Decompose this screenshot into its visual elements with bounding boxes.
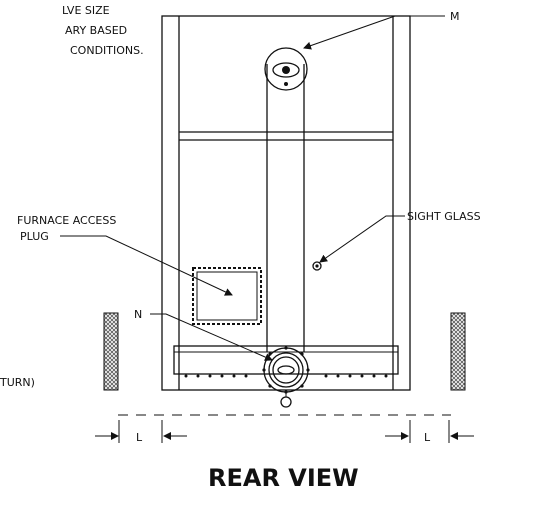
dim-label-left: L (136, 431, 143, 444)
flange-n (262, 346, 310, 408)
base-channel (173, 345, 399, 378)
callout-furnace-line1: FURNACE ACCESS (17, 214, 116, 227)
callout-n: N (134, 308, 142, 321)
note-line-1: LVE SIZE (62, 4, 110, 17)
dimension-marks (95, 420, 474, 443)
left-wheel (103, 312, 119, 391)
vertical-pipe (266, 64, 305, 352)
return-fragment: TURN) (0, 376, 35, 389)
sight-glass (312, 261, 322, 271)
fitting-m (264, 47, 308, 91)
furnace-access-plug (192, 267, 262, 325)
right-wheel (450, 312, 466, 391)
boiler-frame (161, 15, 411, 391)
callout-m: M (450, 10, 460, 23)
callout-furnace-line2: PLUG (20, 230, 49, 243)
note-line-3: CONDITIONS. (70, 44, 144, 57)
leader-lines (60, 15, 445, 361)
valve-size-note: LVE SIZE ARY BASED CONDITIONS. (62, 4, 144, 57)
dim-label-right: L (424, 431, 431, 444)
view-title: REAR VIEW (208, 464, 359, 492)
callout-sight-glass: SIGHT GLASS (407, 210, 481, 223)
note-line-2: ARY BASED (65, 24, 127, 37)
